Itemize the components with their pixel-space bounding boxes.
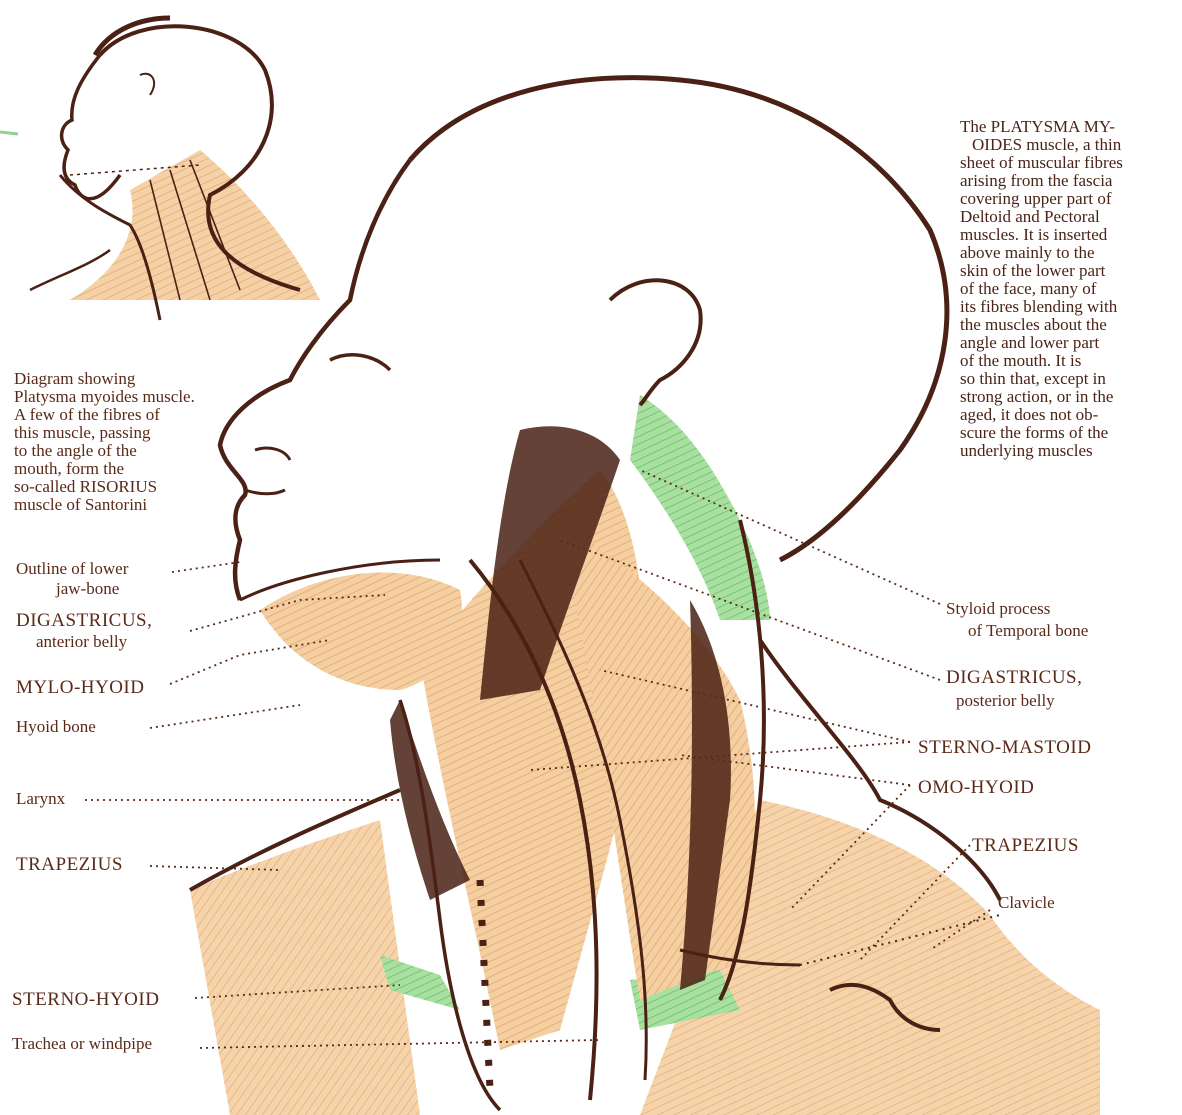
inset-figure xyxy=(0,18,320,320)
caption-line: muscle of Santorini xyxy=(14,496,210,514)
label-digastricus-posterior-sub: posterior belly xyxy=(956,692,1055,710)
caption-line: scure the forms of the xyxy=(960,424,1176,442)
caption-line: mouth, form the xyxy=(14,460,210,478)
label-sterno-mastoid: STERNO-MASTOID xyxy=(918,738,1091,758)
caption-line: so-called RISORIUS xyxy=(14,478,210,496)
caption-line: The PLATYSMA MY- xyxy=(960,118,1176,136)
diagram-caption: Diagram showing Platysma myoides muscle.… xyxy=(14,370,210,514)
label-digastricus-anterior: DIGASTRICUS, xyxy=(16,611,152,631)
caption-line: this muscle, passing xyxy=(14,424,210,442)
caption-line: Deltoid and Pectoral xyxy=(960,208,1176,226)
label-outline-jaw-cont: jaw-bone xyxy=(56,580,119,598)
label-trapezius-left: TRAPEZIUS xyxy=(16,855,123,875)
label-clavicle: Clavicle xyxy=(998,894,1055,912)
label-mylo-hyoid: MYLO-HYOID xyxy=(16,678,144,698)
caption-line: its fibres blending with xyxy=(960,298,1176,316)
caption-line: Platysma myoides muscle. xyxy=(14,388,210,406)
caption-line: arising from the fascia xyxy=(960,172,1176,190)
caption-line: aged, it does not ob- xyxy=(960,406,1176,424)
caption-line: to the angle of the xyxy=(14,442,210,460)
label-outline-jaw: Outline of lower xyxy=(16,560,128,578)
label-styloid: Styloid process xyxy=(946,600,1050,618)
caption-line: angle and lower part xyxy=(960,334,1176,352)
caption-line: above mainly to the xyxy=(960,244,1176,262)
caption-line: of the mouth. It is xyxy=(960,352,1176,370)
label-hyoid-bone: Hyoid bone xyxy=(16,718,96,736)
caption-line: sheet of muscular fibres xyxy=(960,154,1176,172)
label-digastricus-anterior-sub: anterior belly xyxy=(36,633,127,651)
caption-line: OIDES muscle, a thin xyxy=(960,136,1176,154)
caption-line: the muscles about the xyxy=(960,316,1176,334)
caption-line: Diagram showing xyxy=(14,370,210,388)
label-sterno-hyoid: STERNO-HYOID xyxy=(12,990,159,1010)
caption-line: covering upper part of xyxy=(960,190,1176,208)
caption-line: A few of the fibres of xyxy=(14,406,210,424)
caption-line: of the face, many of xyxy=(960,280,1176,298)
label-styloid-cont: of Temporal bone xyxy=(968,622,1088,640)
caption-line: strong action, or in the xyxy=(960,388,1176,406)
platysma-caption: The PLATYSMA MY- OIDES muscle, a thin sh… xyxy=(960,118,1176,460)
caption-line: so thin that, except in xyxy=(960,370,1176,388)
label-digastricus-posterior: DIGASTRICUS, xyxy=(946,668,1082,688)
label-larynx: Larynx xyxy=(16,790,65,808)
caption-line: muscles. It is inserted xyxy=(960,226,1176,244)
caption-line: underlying muscles xyxy=(960,442,1176,460)
label-trachea: Trachea or windpipe xyxy=(12,1035,152,1053)
label-trapezius-right: TRAPEZIUS xyxy=(972,836,1079,856)
caption-line: skin of the lower part xyxy=(960,262,1176,280)
label-omo-hyoid: OMO-HYOID xyxy=(918,778,1034,798)
